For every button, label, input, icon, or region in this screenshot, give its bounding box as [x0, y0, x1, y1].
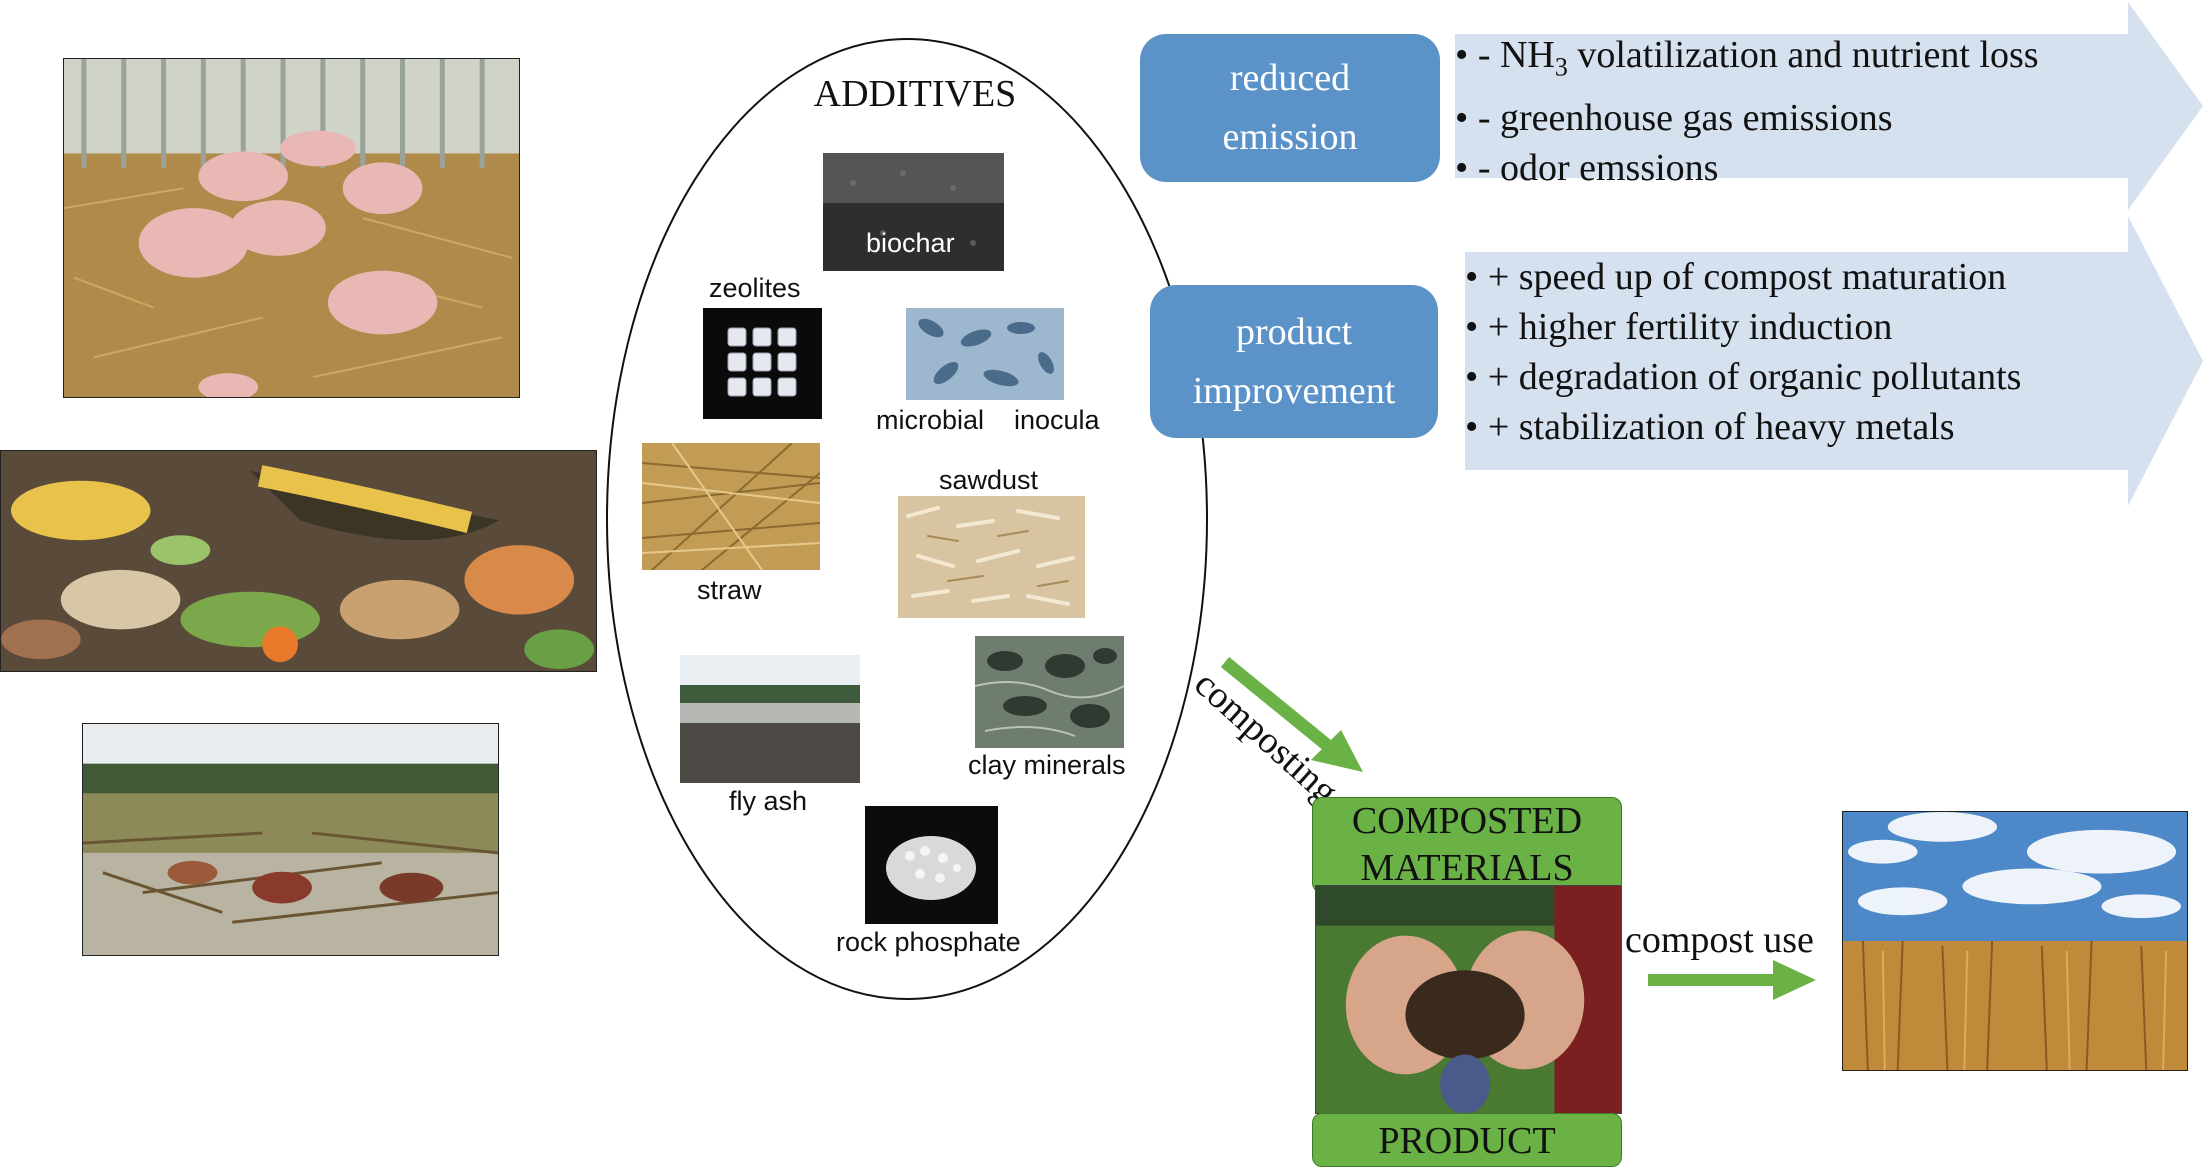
product-improvement-line2: improvement: [1192, 369, 1396, 412]
product-improvement-bullets: + speed up of compost maturation + highe…: [1465, 252, 2022, 452]
additives-ellipse: [606, 38, 1208, 1000]
bullet-speed-up-maturation: + speed up of compost maturation: [1465, 252, 2021, 302]
rock-phosphate-thumbnail: [865, 806, 998, 924]
microbial-label: microbial: [876, 405, 985, 435]
reduced-emission-line2: emission: [1222, 116, 1358, 158]
crop-residues-photo: [82, 723, 499, 956]
bullet-higher-fertility: + higher fertility induction: [1465, 302, 2021, 352]
rock-phosphate-label: rock phosphate: [836, 927, 1021, 957]
reduced-emission-bullets: - NH3 volatilization and nutrient loss -…: [1455, 30, 2039, 193]
composted-line2: MATERIALS: [1360, 847, 1574, 889]
reduced-emission-line1: reduced: [1229, 57, 1351, 100]
straw-thumbnail: [642, 443, 820, 570]
straw-label: straw: [697, 575, 762, 605]
bullet-odor-emissions: - odor emssions: [1455, 143, 2039, 193]
zeolites-label: zeolites: [709, 273, 801, 303]
product-box: PRODUCT: [1312, 1113, 1622, 1167]
sawdust-label: sawdust: [939, 465, 1039, 495]
wheat-field-photo: [1842, 811, 2188, 1071]
biochar-label: biochar: [866, 228, 955, 258]
clay-minerals-label: clay minerals: [968, 750, 1126, 780]
fly-ash-thumbnail: [680, 655, 860, 783]
composted-materials-box: COMPOSTED MATERIALS: [1312, 797, 1622, 893]
bullet-nh3-volatilization: - NH3 volatilization and nutrient loss: [1455, 30, 2039, 93]
compost-use-label: compost use: [1625, 919, 1814, 961]
inocula-label: inocula: [1014, 405, 1100, 435]
compost-in-hands-photo: [1315, 885, 1622, 1114]
microbial-inocula-thumbnail: [906, 308, 1064, 400]
reduced-emission-box: reduced emission: [1140, 34, 1440, 182]
product-improvement-box: product improvement: [1150, 285, 1438, 438]
zeolites-thumbnail: [703, 308, 822, 419]
biochar-thumbnail: [823, 153, 1004, 271]
product-improvement-line1: product: [1235, 310, 1353, 353]
compost-use-arrow: [1648, 960, 1816, 1000]
bullet-stabilization-metals: + stabilization of heavy metals: [1465, 402, 2021, 452]
bullet-degradation-pollutants: + degradation of organic pollutants: [1465, 352, 2022, 402]
pigs-on-straw-photo: [63, 58, 520, 398]
food-waste-photo: [0, 450, 597, 672]
additives-title: ADDITIVES: [813, 73, 1017, 115]
clay-minerals-thumbnail: [975, 636, 1124, 748]
composting-arrow: [1220, 656, 1363, 772]
bullet-greenhouse-gas: - greenhouse gas emissions: [1455, 93, 2039, 143]
sawdust-thumbnail: [898, 496, 1085, 618]
composted-line1: COMPOSTED: [1351, 800, 1583, 842]
fly-ash-label: fly ash: [729, 786, 808, 816]
